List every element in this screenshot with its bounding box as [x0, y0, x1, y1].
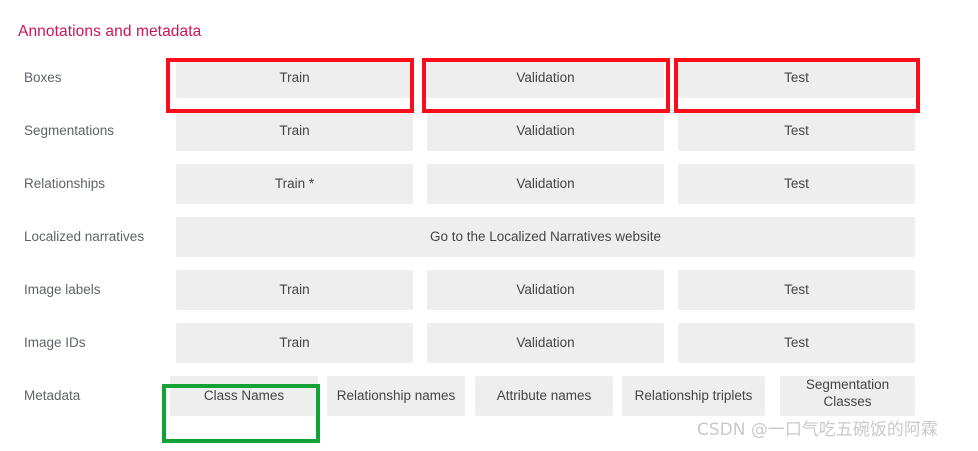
- metadata-relationship-names-button[interactable]: Relationship names: [327, 376, 465, 416]
- row-label-boxes: Boxes: [24, 70, 62, 85]
- table-row: Relationships Train * Validation Test: [0, 164, 978, 204]
- button-label: Test: [784, 176, 809, 191]
- row-label-localized-narratives: Localized narratives: [24, 229, 145, 244]
- row-label-image-ids: Image IDs: [24, 335, 86, 350]
- image-labels-validation-button[interactable]: Validation: [427, 270, 664, 310]
- row-label-relationships: Relationships: [24, 176, 106, 191]
- button-label: Validation: [516, 282, 575, 297]
- metadata-class-names-button[interactable]: Class Names: [170, 376, 318, 416]
- image-labels-test-button[interactable]: Test: [678, 270, 915, 310]
- metadata-attribute-names-button[interactable]: Attribute names: [475, 376, 613, 416]
- boxes-validation-button[interactable]: Validation: [427, 58, 664, 98]
- table-row: Boxes Train Validation Test: [0, 58, 978, 98]
- page-title: Annotations and metadata: [18, 23, 202, 40]
- image-ids-test-button[interactable]: Test: [678, 323, 915, 363]
- table-row: Metadata Class Names Relationship names …: [0, 376, 978, 416]
- button-label: Test: [784, 70, 809, 85]
- button-label: Validation: [516, 70, 575, 85]
- table-row: Image labels Train Validation Test: [0, 270, 978, 310]
- button-label: Relationship names: [336, 388, 456, 403]
- table-row: Image IDs Train Validation Test: [0, 323, 978, 363]
- row-label-image-labels: Image labels: [24, 282, 101, 297]
- image-labels-train-button[interactable]: Train: [176, 270, 413, 310]
- metadata-relationship-triplets-button[interactable]: Relationship triplets: [622, 376, 765, 416]
- localized-narratives-website-button[interactable]: Go to the Localized Narratives website: [176, 217, 915, 257]
- segmentations-test-button[interactable]: Test: [678, 111, 915, 151]
- image-ids-validation-button[interactable]: Validation: [427, 323, 664, 363]
- relationships-test-button[interactable]: Test: [678, 164, 915, 204]
- button-label: Train: [279, 335, 310, 350]
- image-ids-train-button[interactable]: Train: [176, 323, 413, 363]
- button-label: Validation: [516, 176, 575, 191]
- button-label: Validation: [516, 335, 575, 350]
- download-rows-list: Boxes Train Validation Test Segmentation…: [0, 58, 978, 429]
- button-label: Segmentation Classes: [805, 377, 890, 409]
- button-label: Class Names: [203, 388, 285, 403]
- button-label: Attribute names: [496, 388, 592, 403]
- boxes-train-button[interactable]: Train: [176, 58, 413, 98]
- button-label: Go to the Localized Narratives website: [429, 229, 662, 244]
- relationships-validation-button[interactable]: Validation: [427, 164, 664, 204]
- button-label: Train: [279, 282, 310, 297]
- segmentations-train-button[interactable]: Train: [176, 111, 413, 151]
- button-label: Test: [784, 335, 809, 350]
- button-label: Validation: [516, 123, 575, 138]
- row-label-segmentations: Segmentations: [24, 123, 115, 138]
- segmentations-validation-button[interactable]: Validation: [427, 111, 664, 151]
- button-label: Test: [784, 282, 809, 297]
- metadata-segmentation-classes-button[interactable]: Segmentation Classes: [780, 376, 915, 416]
- button-label: Train *: [274, 176, 315, 191]
- button-label: Train: [279, 70, 310, 85]
- relationships-train-button[interactable]: Train *: [176, 164, 413, 204]
- button-label: Test: [784, 123, 809, 138]
- row-label-metadata: Metadata: [24, 388, 81, 403]
- table-row: Segmentations Train Validation Test: [0, 111, 978, 151]
- table-row: Localized narratives Go to the Localized…: [0, 217, 978, 257]
- button-label: Relationship triplets: [634, 388, 753, 403]
- button-label: Train: [279, 123, 310, 138]
- boxes-test-button[interactable]: Test: [678, 58, 915, 98]
